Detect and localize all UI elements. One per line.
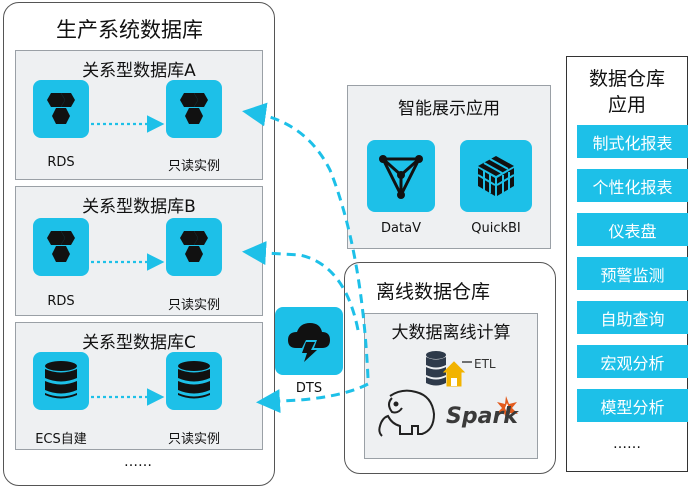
warehouse-apps-title-line2: 应用 xyxy=(607,94,646,116)
dts-icon xyxy=(275,307,343,375)
rds-replica-icon xyxy=(166,218,222,276)
spark-logo-icon xyxy=(444,394,524,430)
warehouse-apps-title-line1: 数据仓库 xyxy=(588,68,665,90)
rds-icon xyxy=(33,80,89,138)
quickbi-label: QuickBI xyxy=(471,221,521,236)
smart-display-title: 智能展示应用 xyxy=(398,99,500,119)
warehouse-app-item: 制式化报表 xyxy=(577,125,688,158)
spark-label: Spark xyxy=(446,404,518,429)
database-replica-icon xyxy=(166,352,222,410)
offline-warehouse-title: 离线数据仓库 xyxy=(376,281,491,303)
offline-compute-title: 大数据离线计算 xyxy=(391,323,511,343)
datav-icon xyxy=(367,140,435,212)
database-icon xyxy=(33,352,89,410)
db-group-c-source-label: ECS自建 xyxy=(35,432,87,447)
db-group-a-source-label: RDS xyxy=(47,155,75,170)
warehouse-app-item: 预警监测 xyxy=(577,257,688,290)
quickbi-icon xyxy=(460,140,532,212)
warehouse-app-item: 模型分析 xyxy=(577,389,688,422)
dts-label: DTS xyxy=(295,381,323,396)
rds-replica-icon xyxy=(166,80,222,138)
db-group-b-source-label: RDS xyxy=(47,294,75,309)
db-group-b-title: 关系型数据库B xyxy=(82,197,196,217)
warehouse-app-item: 个性化报表 xyxy=(577,169,688,202)
db-group-c-replica-label: 只读实例 xyxy=(167,432,220,447)
etl-icon xyxy=(424,350,476,392)
warehouse-apps-more-ellipsis: …… xyxy=(613,436,641,452)
warehouse-app-item: 仪表盘 xyxy=(577,213,688,246)
datav-label: DataV xyxy=(381,221,421,236)
db-group-a-replica-label: 只读实例 xyxy=(167,159,220,174)
warehouse-app-item: 宏观分析 xyxy=(577,345,688,378)
etl-label: ETL xyxy=(474,357,496,371)
production-more-ellipsis: …… xyxy=(124,454,152,470)
db-group-b-replica-label: 只读实例 xyxy=(167,298,220,313)
warehouse-app-item: 自助查询 xyxy=(577,301,688,334)
hadoop-elephant-icon xyxy=(372,384,442,442)
rds-icon xyxy=(33,218,89,276)
production-db-title: 生产系统数据库 xyxy=(56,18,203,42)
db-group-a-title: 关系型数据库A xyxy=(82,61,196,81)
db-group-c-title: 关系型数据库C xyxy=(82,333,196,353)
